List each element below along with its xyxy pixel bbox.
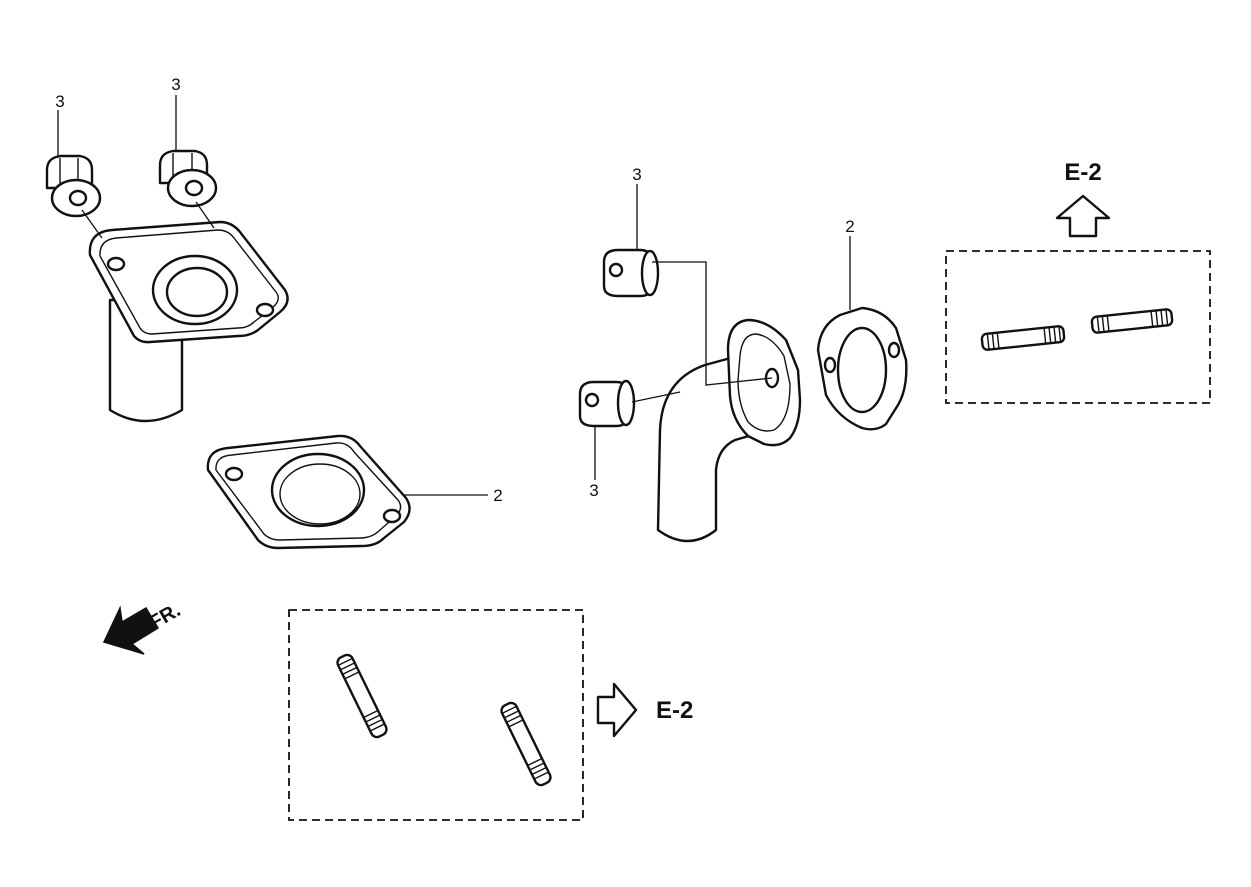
reference-studs-right: E-2 xyxy=(1064,159,1101,186)
callout-bolt-left-b: 3 xyxy=(171,75,180,94)
stud-bolt xyxy=(336,653,388,739)
flange-bolt-right-bottom xyxy=(578,379,636,428)
arrow-up-icon xyxy=(1055,194,1111,238)
callout-gasket-right: 2 xyxy=(845,217,854,236)
callout-bolt-right-bottom: 3 xyxy=(589,481,598,500)
stud-bolt xyxy=(1090,308,1174,334)
arrow-right-icon xyxy=(596,682,638,738)
flange-bolt-left-a xyxy=(45,154,102,218)
flange-bolt-left-b xyxy=(158,149,218,208)
stud-box-right xyxy=(945,250,1211,404)
stud-bolt xyxy=(980,325,1066,351)
gasket-left xyxy=(206,434,411,550)
elbow-flange xyxy=(726,318,802,447)
leaders-left xyxy=(57,95,488,496)
leaders-right xyxy=(594,184,851,480)
front-direction-arrow-icon xyxy=(102,605,160,655)
stud-box-bottom xyxy=(288,609,584,821)
callout-gasket-left: 2 xyxy=(493,486,502,505)
upper-flange-left xyxy=(88,220,289,344)
gasket-right xyxy=(816,306,908,431)
callout-bolt-left-a: 3 xyxy=(55,92,64,111)
stud-bolt xyxy=(500,701,552,787)
flange-bolt-right-top xyxy=(602,248,660,298)
reference-studs-bottom: E-2 xyxy=(656,697,693,724)
callout-bolt-right-top: 3 xyxy=(632,165,641,184)
